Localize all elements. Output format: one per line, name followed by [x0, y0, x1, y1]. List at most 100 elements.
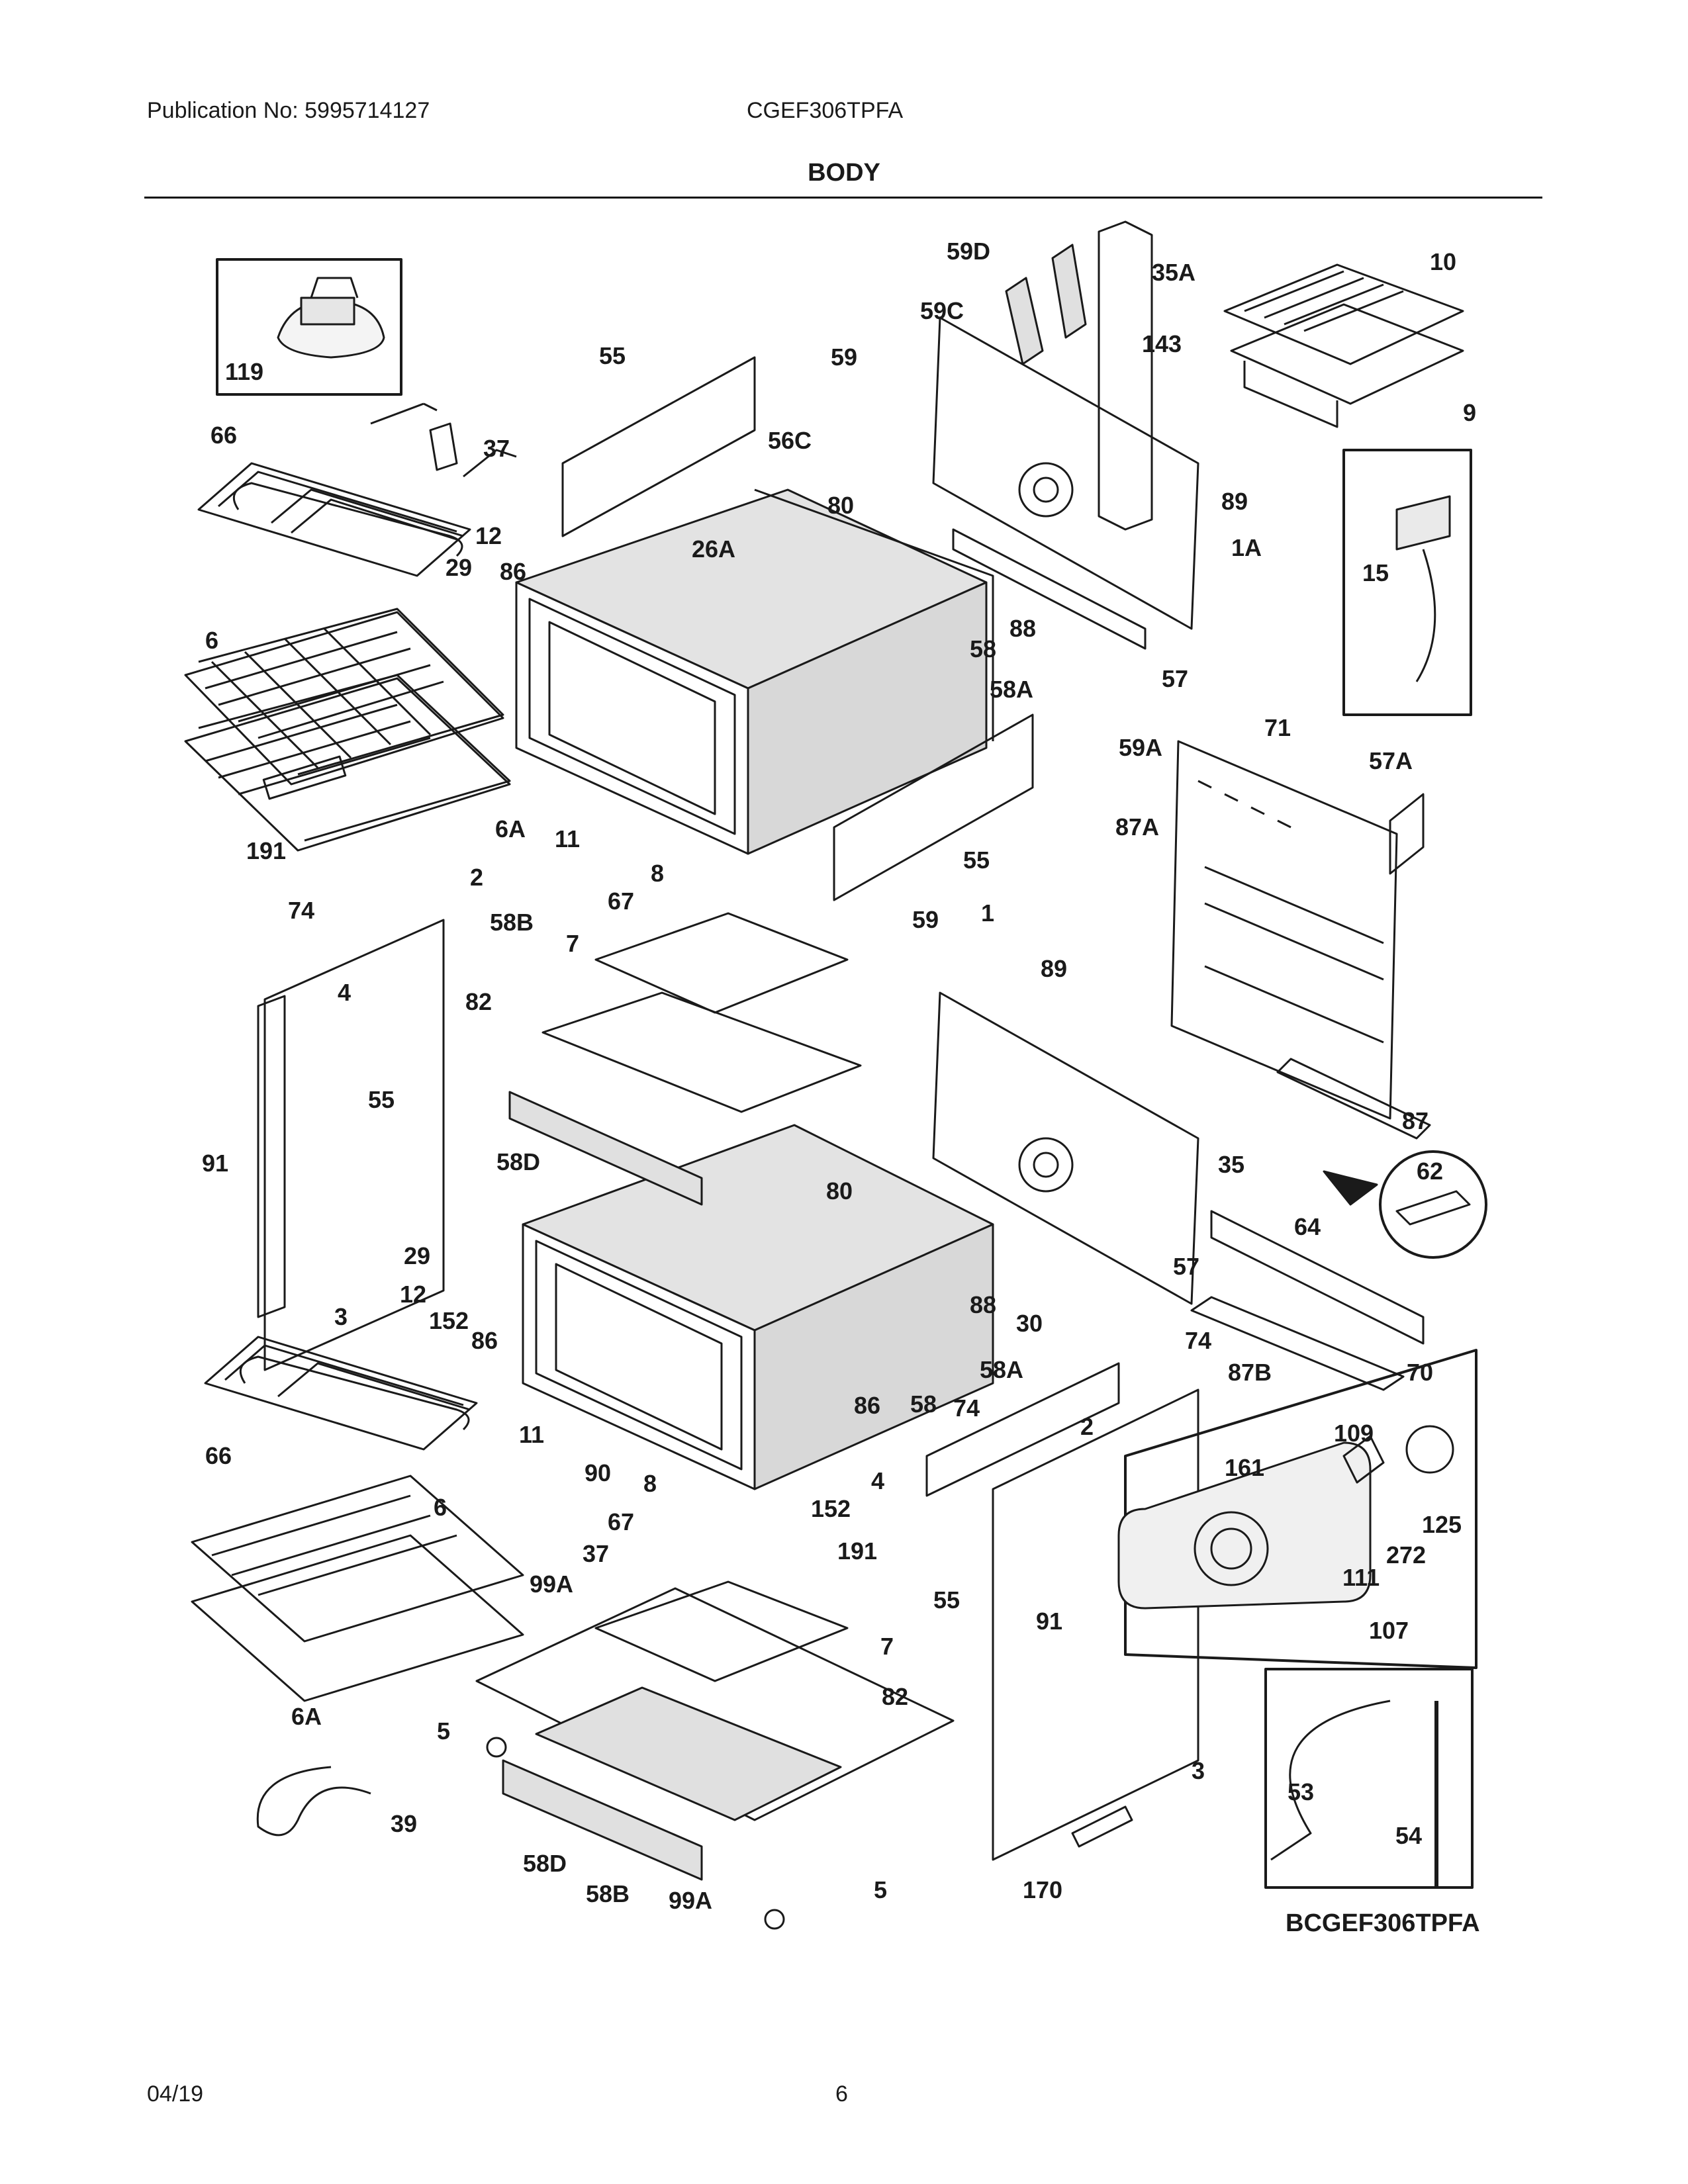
callout-191: 191 — [246, 837, 286, 864]
sensor-probe-53 — [1270, 1700, 1391, 1861]
callout-125: 125 — [1422, 1511, 1462, 1538]
bracket-57A — [1389, 793, 1425, 875]
callout-6b: 6 — [434, 1494, 447, 1521]
control-harness — [1415, 549, 1436, 682]
column-59D — [1051, 244, 1087, 339]
callout-6A: 6A — [495, 815, 526, 842]
callout-11: 11 — [555, 825, 580, 852]
rear-panel-71 — [1170, 740, 1398, 1120]
leveler-foot-5-left — [486, 1737, 507, 1758]
back-panel-upper — [932, 316, 1199, 630]
callout-6Ab: 6A — [291, 1703, 322, 1730]
inset-control-box — [1342, 449, 1472, 716]
callout-143: 143 — [1142, 330, 1182, 357]
drawer-58B-lower — [535, 1686, 842, 1821]
callout-55b: 55 — [963, 846, 990, 874]
callout-88: 88 — [1009, 615, 1036, 642]
callout-71: 71 — [1264, 714, 1291, 741]
anti-tip-bracket-170 — [1071, 1805, 1133, 1848]
rail-87 — [1276, 1058, 1431, 1140]
callout-74c: 74 — [953, 1394, 980, 1422]
callout-12b: 12 — [400, 1281, 426, 1308]
callout-161: 161 — [1225, 1454, 1264, 1481]
callout-89b: 89 — [1041, 955, 1067, 982]
callout-74: 74 — [288, 897, 314, 924]
callout-170: 170 — [1023, 1876, 1062, 1903]
broiler-element-67-lower — [594, 1580, 849, 1682]
callout-1A: 1A — [1231, 534, 1262, 561]
callout-30: 30 — [1016, 1310, 1043, 1337]
bake-element-upper — [197, 449, 517, 577]
side-frame-91-left — [257, 995, 286, 1318]
callout-80b: 80 — [826, 1177, 853, 1205]
callout-57A: 57A — [1369, 747, 1413, 774]
callout-56C: 56C — [768, 427, 812, 454]
broiler-tray-58B — [541, 991, 862, 1113]
callout-4: 4 — [338, 979, 351, 1006]
pointer-arrow-62 — [1323, 1170, 1378, 1206]
control-board-part — [1395, 495, 1451, 551]
callout-7: 7 — [566, 930, 579, 957]
callout-80: 80 — [827, 492, 854, 519]
oven-rack-lower — [184, 674, 511, 852]
callout-87A: 87A — [1115, 813, 1159, 841]
callout-3b: 3 — [1192, 1757, 1205, 1784]
callout-107: 107 — [1369, 1617, 1409, 1644]
callout-57b: 57 — [1173, 1253, 1199, 1280]
callout-86b: 86 — [471, 1327, 498, 1354]
callout-66: 66 — [211, 422, 237, 449]
callout-59D: 59D — [947, 238, 990, 265]
callout-8b: 8 — [643, 1470, 657, 1497]
callout-67: 67 — [608, 887, 634, 915]
callout-66b: 66 — [205, 1442, 232, 1469]
side-panel-3 — [992, 1388, 1199, 1861]
drawer-trim-58D-lower — [502, 1759, 703, 1881]
callout-5b: 5 — [874, 1876, 887, 1903]
callout-86: 86 — [500, 558, 526, 585]
callout-59A: 59A — [1119, 734, 1162, 761]
callout-55c: 55 — [368, 1086, 395, 1113]
callout-58Ab: 58A — [980, 1356, 1023, 1383]
model-number: CGEF306TPFA — [747, 98, 904, 123]
callout-54: 54 — [1395, 1822, 1422, 1849]
callout-35: 35 — [1218, 1151, 1244, 1178]
callout-6: 6 — [205, 627, 218, 654]
thermostat-part — [277, 277, 385, 359]
callout-55d: 55 — [933, 1586, 960, 1614]
callout-58D: 58D — [496, 1148, 540, 1175]
callout-88b: 88 — [970, 1291, 996, 1318]
callout-87: 87 — [1402, 1107, 1429, 1134]
callout-58A: 58A — [990, 676, 1033, 703]
broiler-element-67-upper — [594, 912, 849, 1014]
callout-272: 272 — [1386, 1541, 1426, 1569]
column-35A — [1098, 220, 1153, 531]
rail-87B — [1190, 1296, 1405, 1391]
fan-motor-125 — [1405, 1425, 1454, 1474]
callout-89: 89 — [1221, 488, 1248, 515]
callout-70: 70 — [1407, 1359, 1433, 1386]
callout-12: 12 — [475, 522, 502, 549]
callout-39: 39 — [391, 1810, 417, 1837]
callout-1: 1 — [981, 899, 994, 927]
callout-82b: 82 — [882, 1683, 908, 1710]
footer-date: 04/19 — [147, 2081, 204, 2107]
callout-11b: 11 — [519, 1421, 544, 1448]
back-panel-lower — [932, 991, 1199, 1305]
callout-26A: 26A — [692, 535, 735, 563]
callout-91b: 91 — [1036, 1608, 1062, 1635]
callout-62: 62 — [1417, 1158, 1443, 1185]
side-frame-left — [263, 919, 445, 1371]
callout-58B: 58B — [490, 909, 534, 936]
callout-119: 119 — [225, 358, 263, 385]
callout-29b: 29 — [404, 1242, 430, 1269]
broiler-pan — [1223, 263, 1464, 428]
side-panel-55-right — [833, 713, 1034, 901]
callout-90: 90 — [585, 1459, 611, 1486]
lower-oven-cavity — [522, 1124, 994, 1490]
callout-8: 8 — [651, 860, 664, 887]
upper-oven-cavity — [515, 488, 994, 855]
callout-7b: 7 — [880, 1633, 894, 1660]
callout-91: 91 — [202, 1150, 228, 1177]
callout-4b: 4 — [871, 1467, 884, 1494]
power-cord-39 — [256, 1766, 371, 1837]
